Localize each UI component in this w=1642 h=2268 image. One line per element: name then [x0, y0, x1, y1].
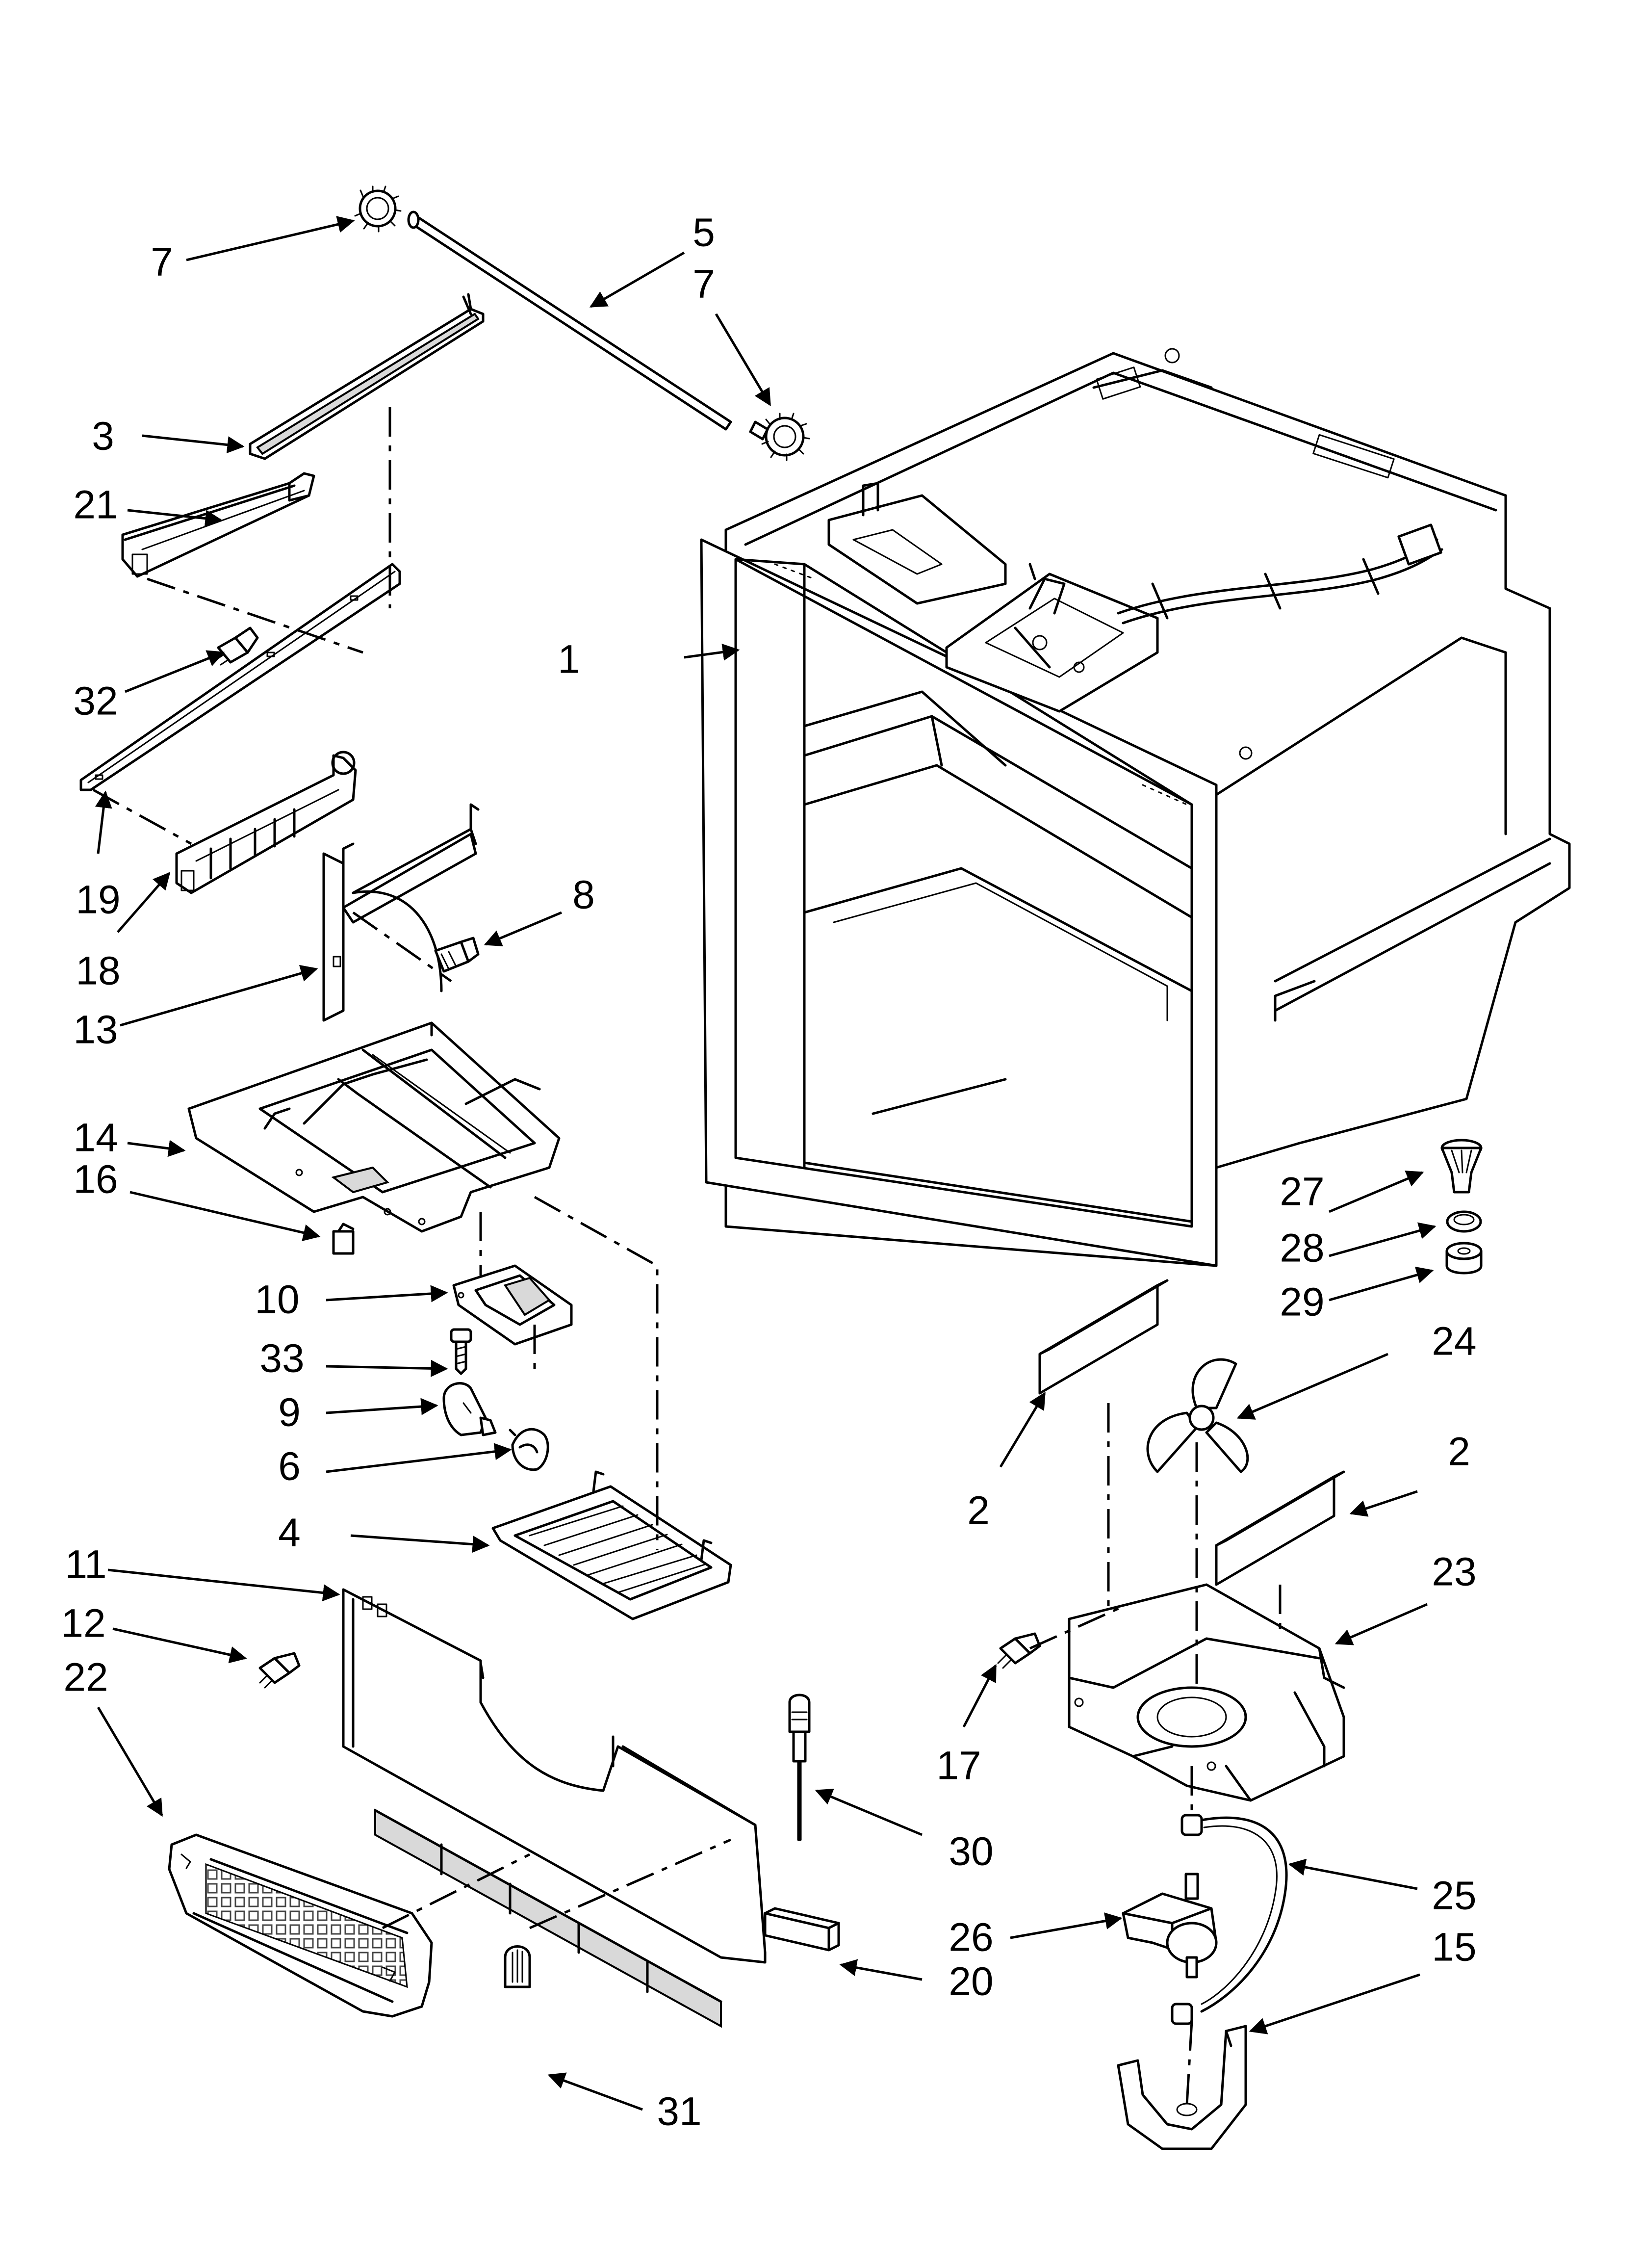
- light-shield-10: [452, 1264, 573, 1346]
- sensor-30: [788, 1694, 811, 1841]
- screw-17: [997, 1632, 1041, 1669]
- fan-blade-24: [1146, 1358, 1249, 1473]
- callout-7-left: 7: [151, 240, 173, 285]
- foam-pad-lower: [1215, 1470, 1345, 1586]
- callout-2-right: 2: [1448, 1430, 1470, 1474]
- clip-16: [332, 1223, 355, 1255]
- callout-28: 28: [1280, 1226, 1324, 1271]
- bracket-13: [322, 803, 480, 1022]
- drawer-rod: [407, 210, 732, 431]
- seal-29: [1445, 1242, 1483, 1275]
- clip-31: [504, 1945, 531, 1988]
- callout-labels: 1 2 2 3 4 5 6 7 7 8 9 10 11 12 13 14 15 …: [61, 210, 1476, 2134]
- callout-26: 26: [949, 1915, 993, 1960]
- callout-30: 30: [949, 1829, 993, 1874]
- callout-32: 32: [73, 679, 118, 724]
- fan-shroud-23: [1068, 1583, 1345, 1802]
- light-bulb-9: [442, 1382, 497, 1436]
- callout-17: 17: [936, 1744, 981, 1788]
- light-housing-14: [187, 1021, 561, 1233]
- callout-27: 27: [1280, 1170, 1324, 1214]
- callout-20: 20: [949, 1959, 993, 2004]
- foam-pad-upper: [1038, 1279, 1169, 1395]
- callout-2-left: 2: [967, 1488, 990, 1533]
- slide-rail-lower: [79, 563, 401, 791]
- callout-15: 15: [1432, 1925, 1476, 1970]
- callout-12: 12: [61, 1601, 105, 1646]
- callout-4: 4: [278, 1511, 301, 1555]
- callout-23: 23: [1432, 1550, 1476, 1594]
- grommet-28: [1446, 1210, 1482, 1233]
- gasket-strip-20: [764, 1907, 840, 1952]
- callout-3: 3: [92, 414, 114, 459]
- panel-11: [342, 1588, 767, 2028]
- callout-1: 1: [558, 637, 580, 682]
- leader-arrows: [95, 216, 1437, 2111]
- callout-8: 8: [572, 873, 595, 917]
- damper-27: [1440, 1139, 1483, 1194]
- callout-7-right: 7: [693, 262, 715, 307]
- grille-cover-22: [168, 1833, 433, 2018]
- freezer-liner: [700, 348, 1571, 1267]
- callout-5: 5: [693, 210, 715, 255]
- callout-16: 16: [73, 1157, 118, 1202]
- callout-25: 25: [1432, 1874, 1476, 1918]
- callout-19: 19: [76, 878, 120, 922]
- slide-rail-upper: [249, 293, 485, 460]
- callout-33: 33: [259, 1336, 304, 1381]
- screw-33: [450, 1328, 472, 1375]
- motor-wire-25: [1171, 1814, 1288, 2025]
- callout-24: 24: [1432, 1319, 1476, 1364]
- callout-10: 10: [255, 1277, 299, 1322]
- callout-13: 13: [73, 1008, 118, 1052]
- screw-8: [434, 937, 480, 973]
- callout-21: 21: [73, 483, 118, 527]
- callout-11: 11: [65, 1542, 106, 1587]
- callout-31: 31: [657, 2089, 701, 2134]
- screw-12: [258, 1652, 301, 1689]
- callout-18: 18: [76, 949, 120, 993]
- callout-9: 9: [278, 1390, 301, 1435]
- grille-tray-4: [491, 1470, 732, 1620]
- callout-29: 29: [1280, 1280, 1324, 1325]
- motor-bracket-15: [1117, 2025, 1247, 2150]
- light-socket-6: [509, 1428, 549, 1471]
- bracket-21: [121, 472, 315, 578]
- callout-6: 6: [278, 1444, 301, 1489]
- callout-22: 22: [63, 1655, 108, 1700]
- screw-32: [215, 626, 259, 666]
- fan-motor-26: [1122, 1873, 1218, 1979]
- bracket-18: [175, 751, 357, 894]
- gear-right: [749, 413, 810, 461]
- callout-14: 14: [73, 1116, 118, 1160]
- gear-top-left: [354, 185, 402, 233]
